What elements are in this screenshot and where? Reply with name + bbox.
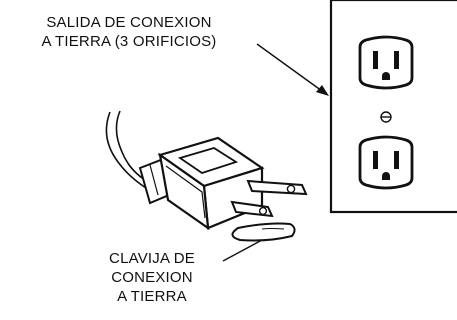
plug-label: CLAVIJA DE CONEXION A TIERRA [91,249,213,306]
upper-hot-slot [394,51,399,69]
plug-label-line-3: A TIERRA [117,288,187,305]
upper-neutral-slot [373,51,378,69]
lower-ground-hole [382,172,390,180]
lower-neutral-slot [373,151,378,169]
plug-label-line-1: CLAVIJA DE [109,250,195,267]
outlet-label: SALIDA DE CONEXION A TIERRA (3 ORIFICIOS… [6,13,252,51]
plug-ground-pin [231,222,296,242]
outlet-label-line-2: A TIERRA (3 ORIFICIOS) [41,33,217,50]
plug-label-line-2: CONEXION [111,269,193,286]
outlet-leader-arrow [256,43,329,96]
plug-leader-line [222,239,263,262]
wall-outlet [329,0,457,214]
plug-blade-upper [246,179,308,196]
power-cord [115,110,151,184]
lower-receptacle [358,135,414,190]
cover-screw [380,111,392,123]
upper-receptacle [358,35,414,90]
upper-ground-hole [382,72,390,80]
lower-hot-slot [394,151,399,169]
outlet-label-line-1: SALIDA DE CONEXION [46,14,212,31]
plug-body-side [158,152,210,231]
grounding-plug [105,110,308,242]
plug-blade-lower [230,200,274,218]
